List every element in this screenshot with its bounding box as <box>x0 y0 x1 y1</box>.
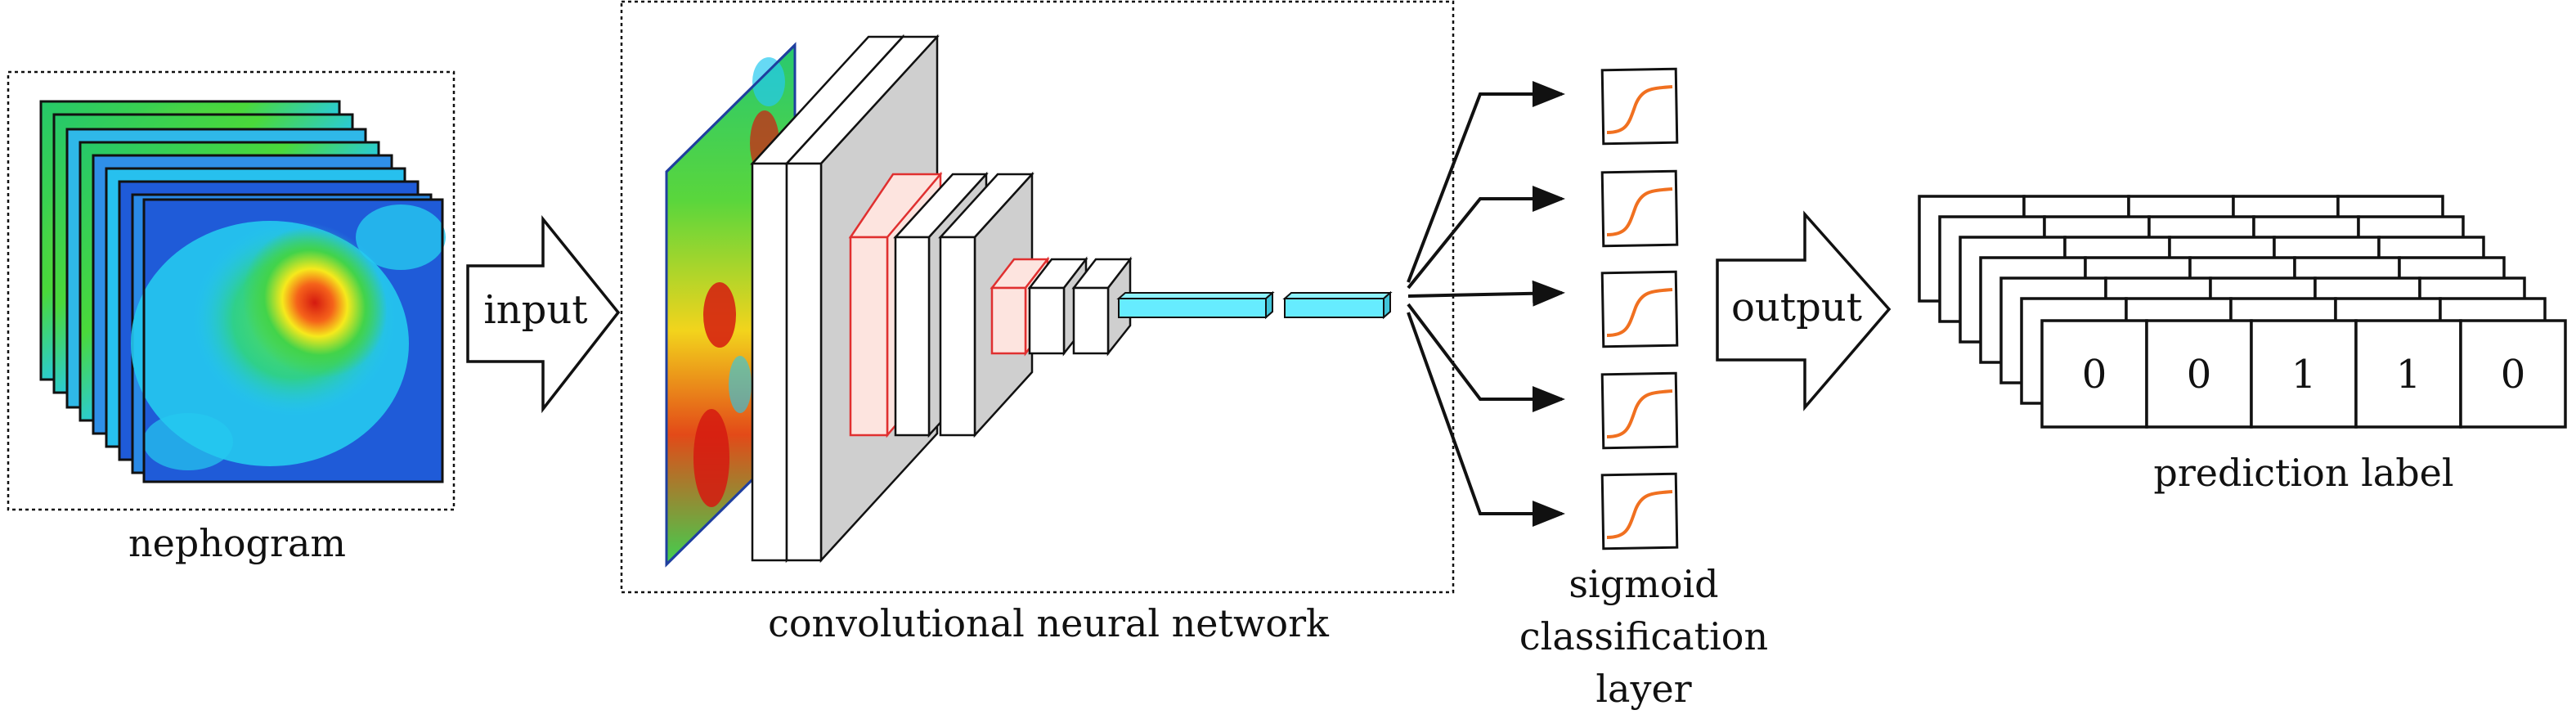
fanout-arrow-1 <box>1407 81 1565 283</box>
nephogram-front-map <box>131 198 446 483</box>
cnn-label: convolutional neural network <box>768 601 1330 645</box>
nephogram-label: nephogram <box>128 521 346 565</box>
sigmoid-layer: sigmoid classification layer <box>1519 67 1768 711</box>
output-label: output <box>1731 285 1862 330</box>
sigmoid-unit-3 <box>1600 270 1679 348</box>
cnn-group: convolutional neural network <box>620 0 1455 645</box>
sigmoid-unit-5 <box>1600 472 1679 550</box>
prediction-value: 1 <box>2291 352 2317 398</box>
nephogram-frame <box>7 70 456 511</box>
prediction-value: 1 <box>2396 352 2421 398</box>
sigmoid-unit-4 <box>1600 371 1679 450</box>
fc-layer-1 <box>1116 290 1275 320</box>
input-arrow: input <box>466 215 621 414</box>
sigmoid-label-line3: layer <box>1595 667 1691 711</box>
cnn-frame <box>620 0 1455 594</box>
prediction-front-row: 0 0 1 1 0 <box>2040 319 2567 429</box>
prediction-cell: 0 <box>2459 319 2567 429</box>
sigmoid-unit-1 <box>1600 67 1679 146</box>
fanout-arrow-2 <box>1407 186 1565 290</box>
nephogram-group: nephogram <box>7 70 456 565</box>
fanout-arrow-3 <box>1407 280 1565 307</box>
prediction-value: 0 <box>2082 352 2107 398</box>
fc-layer-2 <box>1282 290 1393 320</box>
output-arrow: output <box>1716 210 1892 411</box>
conv-block-3 <box>1027 256 1133 357</box>
prediction-value: 0 <box>2187 352 2212 398</box>
fanout-arrow-5 <box>1407 312 1565 527</box>
prediction-cell: 0 <box>2145 319 2253 429</box>
prediction-cell: 0 <box>2040 319 2148 429</box>
sigmoid-label-line2: classification <box>1519 614 1768 658</box>
fanout-arrow-4 <box>1407 303 1565 412</box>
fanout-arrows <box>1407 81 1565 527</box>
prediction-label-group: 0 0 1 1 0 prediction label <box>1918 195 2567 495</box>
prediction-cell: 1 <box>2250 319 2358 429</box>
prediction-value: 0 <box>2501 352 2526 398</box>
prediction-label: prediction label <box>2153 451 2453 495</box>
sigmoid-unit-2 <box>1600 169 1679 248</box>
sigmoid-label-line1: sigmoid <box>1568 562 1718 606</box>
input-label: input <box>483 287 587 333</box>
conv-block-2 <box>893 171 1034 438</box>
prediction-cell: 1 <box>2354 319 2462 429</box>
